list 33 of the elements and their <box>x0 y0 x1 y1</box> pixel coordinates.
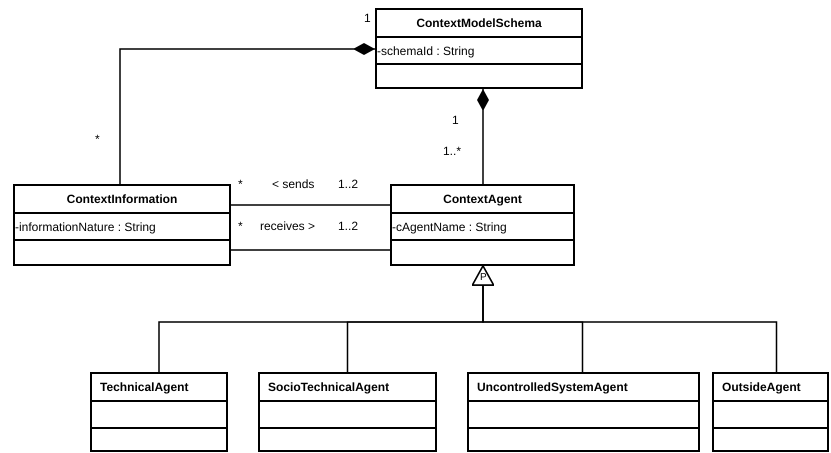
class-name: ContextInformation <box>66 191 178 208</box>
class-name: TechnicalAgent <box>100 379 188 396</box>
edge-label: receives > <box>260 220 316 232</box>
multiplicity-label: * <box>238 178 243 190</box>
class-name: SocioTechnicalAgent <box>268 379 390 396</box>
composition-line <box>119 43 375 184</box>
class-box <box>375 8 583 89</box>
multiplicity-label: 1..* <box>443 145 462 157</box>
class-name: ContextAgent <box>443 191 522 208</box>
class-name: OutsideAgent <box>722 379 801 396</box>
class-box <box>13 184 231 266</box>
multiplicity-label: 1 <box>452 114 459 126</box>
attribute-text: -schemaId : String <box>377 42 474 60</box>
association-line <box>231 249 390 251</box>
multiplicity-label: * <box>95 133 100 145</box>
association-line <box>231 204 390 206</box>
multiplicity-label: 1 <box>364 12 371 24</box>
attribute-text: -cAgentName : String <box>392 218 507 236</box>
class-box <box>712 372 829 452</box>
multiplicity-label: 1..2 <box>338 220 358 232</box>
class-box <box>467 372 700 452</box>
class-box <box>90 372 228 452</box>
stereotype-mark: P <box>480 273 487 283</box>
class-name: ContextModelSchema <box>416 15 542 32</box>
generalization-arrow <box>472 265 778 372</box>
multiplicity-label: 1..2 <box>338 178 358 190</box>
attribute-text: -informationNature : String <box>15 218 156 236</box>
class-box <box>258 372 437 452</box>
class-name: UncontrolledSystemAgent <box>477 379 628 396</box>
multiplicity-label: * <box>238 220 243 232</box>
composition-line <box>477 89 489 184</box>
edge-label: < sends <box>272 178 314 190</box>
class-box <box>390 184 575 266</box>
